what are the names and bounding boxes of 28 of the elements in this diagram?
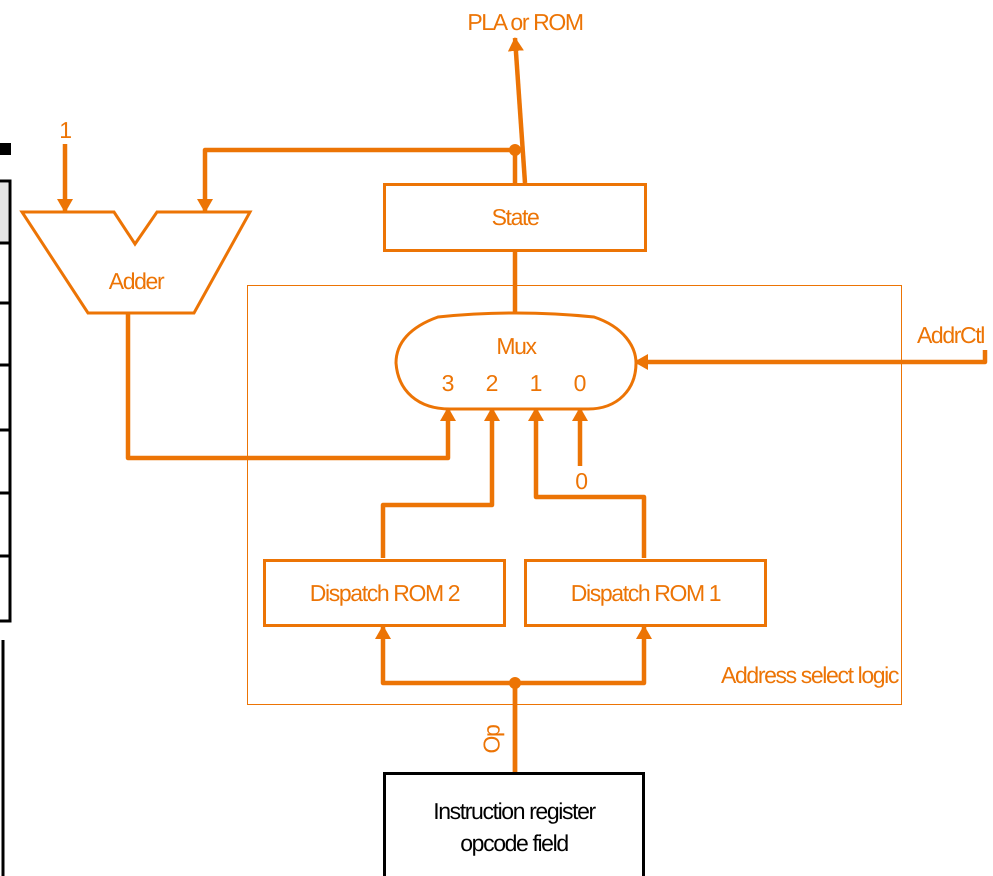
connector-arrow [508,37,528,184]
process-box [263,559,506,627]
process-box [383,183,647,252]
edge-label: Op [480,726,504,754]
connector-arrow [512,625,652,772]
box-label: Dispatch ROM 1 [570,578,720,608]
box-label: Instruction register opcode field [432,797,596,858]
box-label: Adder [108,267,164,296]
connector-arrow [126,313,456,460]
port-label: 0 [572,369,588,397]
group-frame [247,285,902,705]
multiplexer-shape [396,313,636,409]
box-label: Dispatch ROM 2 [310,578,460,608]
box-label: State [492,203,538,232]
process-box [524,559,767,627]
signal-label: PLA or ROM [467,10,583,34]
port-label: 2 [484,369,500,397]
adder-shape [22,212,250,313]
box-label: Mux [496,332,536,361]
signal-label: 1 [59,118,71,142]
register-box [383,772,645,876]
connector-arrow [197,148,518,213]
signal-label: AddrCtl [916,324,984,346]
signal-label: 0 [575,470,587,492]
connector-arrow [57,144,73,213]
port-label: 1 [528,369,544,397]
group-label: Address select logic [721,660,898,690]
port-label: 3 [440,369,456,397]
